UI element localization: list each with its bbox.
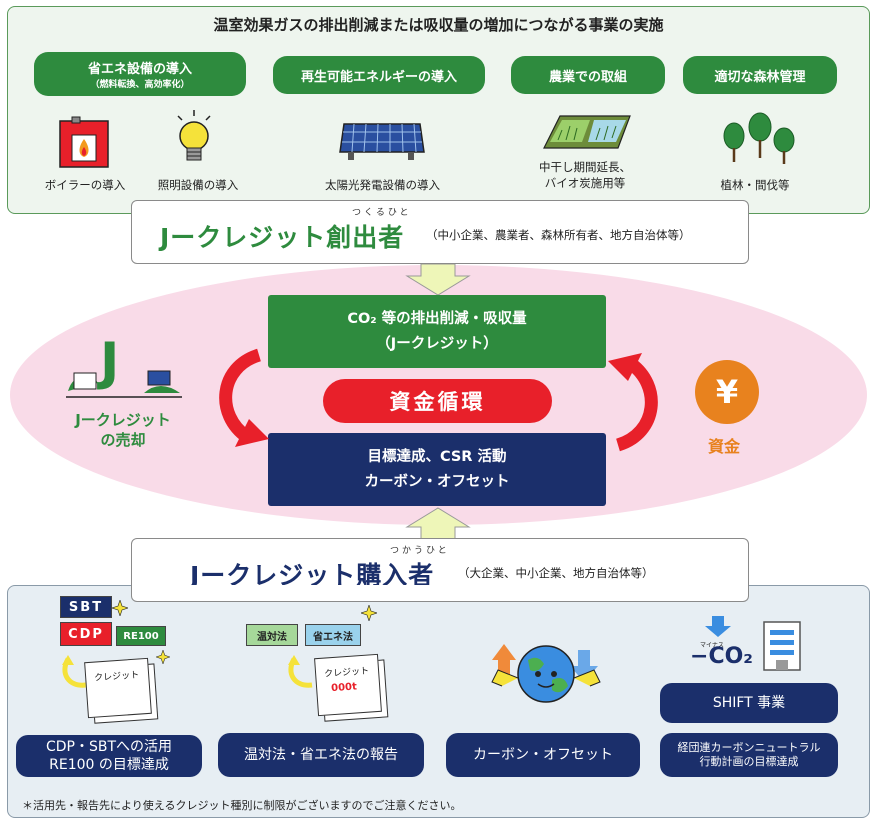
- footnote: ＊活用先・報告先により使えるクレジット種別に制限がございますのでご注意ください。: [22, 799, 462, 812]
- creator-box: [131, 200, 749, 264]
- ontai-tag: 温対法: [246, 624, 298, 646]
- keidanren-line2: 行動計画の目標達成: [699, 755, 799, 768]
- minus-sign: −: [690, 644, 709, 669]
- keidanren-pill: 経団連カーボンニュートラル 行動計画の目標達成: [660, 733, 838, 777]
- shoene-tag: 省エネ法: [305, 624, 361, 646]
- fund-cycle-pill: 資金循環: [323, 379, 552, 423]
- circular-arrow-icon: [62, 655, 87, 688]
- sbt-tag: SBT: [60, 596, 112, 618]
- shift-pill: SHIFT 事業: [660, 683, 838, 723]
- j-letter: J: [100, 332, 120, 392]
- sale-label-line2: の売却: [100, 431, 146, 450]
- co2-line2: （Jークレジット）: [376, 335, 498, 352]
- top-panel: [7, 6, 870, 214]
- category-pill-energy-saving: 省エネ設備の導入 （燃料転換、高効率化）: [34, 52, 246, 96]
- curved-arrow-right-icon: [608, 353, 658, 452]
- carbon-offset-pill: カーボン・オフセット: [446, 733, 640, 777]
- document-icon: クレジット: [84, 657, 152, 719]
- law-report-pill: 温対法・省エネ法の報告: [218, 733, 424, 777]
- yen-symbol: ¥: [715, 373, 739, 411]
- document-amount: 000t: [330, 681, 358, 695]
- co2-minus-label: −CO₂: [690, 644, 753, 669]
- category-pill-forest: 適切な森林管理: [683, 56, 837, 94]
- category-label: 再生可能エネルギーの導入: [300, 69, 457, 85]
- category-label: 省エネ設備の導入: [87, 62, 192, 77]
- goal-box: 目標達成、CSR 活動 カーボン・オフセット: [268, 433, 606, 506]
- lightbulb-icon: [177, 110, 211, 161]
- purchaser-ruby: つかうひと: [390, 546, 450, 556]
- category-label: 適切な森林管理: [714, 69, 806, 85]
- purchaser-paren: （大企業、中小企業、地方自治体等）: [458, 566, 654, 580]
- solar-caption: 太陽光発電設備の導入: [325, 178, 440, 192]
- creator-ruby: つくるひと: [352, 208, 412, 218]
- cdp-tag: CDP: [60, 622, 112, 646]
- forest-caption: 植林・間伐等: [720, 178, 790, 192]
- trees-icon: [723, 112, 795, 164]
- co2-line1: CO₂ 等の排出削減・吸収量: [347, 310, 527, 327]
- agriculture-caption-line1: 中干し期間延長、: [539, 160, 631, 174]
- category-pill-renewable: 再生可能エネルギーの導入: [273, 56, 485, 94]
- agriculture-caption-line2: バイオ炭施用等: [544, 175, 626, 190]
- creator-paren: （中小企業、農業者、森林所有者、地方自治体等）: [426, 228, 691, 242]
- arrow-down-top: [405, 264, 471, 296]
- goal-line1: 目標達成、CSR 活動: [367, 448, 507, 465]
- top-title: 温室効果ガスの排出削減または吸収量の増加につながる事業の実施: [213, 16, 664, 34]
- re100-tag: RE100: [116, 626, 166, 646]
- circular-arrow-icon: [288, 655, 313, 688]
- arrow-up-bottom: [405, 507, 471, 541]
- cdp-sbt-pill: CDP・SBTへの活用 RE100 の目標達成: [16, 735, 202, 777]
- down-arrow-icon: [705, 616, 731, 637]
- cdp-sbt-line1: CDP・SBTへの活用: [45, 738, 173, 755]
- purchaser-box-overlay: [131, 585, 749, 602]
- lighting-caption: 照明設備の導入: [157, 178, 239, 192]
- fund-label: 資金: [708, 437, 741, 456]
- document-icon: クレジット 000t: [314, 653, 382, 717]
- document-label: クレジット: [93, 670, 140, 684]
- minus-label: マイナス: [700, 642, 724, 649]
- sale-label: Jークレジット の売却: [58, 410, 188, 451]
- solar-panel-icon: [339, 123, 425, 160]
- building-icon: [763, 621, 801, 671]
- rice-field-icon: [543, 115, 631, 149]
- co2-text: CO₂: [708, 644, 753, 669]
- agriculture-caption: 中干し期間延長、 バイオ炭施用等: [520, 160, 650, 191]
- boiler-caption: ボイラーの導入: [44, 178, 126, 192]
- sale-label-line1: Jークレジット: [75, 411, 171, 429]
- goal-line2: カーボン・オフセット: [364, 473, 510, 490]
- sparkle-icon: [361, 605, 377, 621]
- boiler-icon: [59, 116, 109, 168]
- sparkle-icon: [156, 650, 170, 664]
- category-pill-agriculture: 農業での取組: [511, 56, 665, 94]
- cdp-sbt-line2: RE100 の目標達成: [49, 757, 169, 773]
- document-label: クレジット: [323, 666, 370, 680]
- earth-icon: [491, 644, 601, 703]
- yen-coin-icon: ¥: [695, 360, 759, 424]
- category-sub-label: （燃料転換、高効率化）: [90, 80, 190, 90]
- creator-title: Jークレジット創出者: [160, 223, 405, 252]
- curved-arrow-left-icon: [219, 348, 269, 447]
- co2-reduction-box: CO₂ 等の排出削減・吸収量 （Jークレジット）: [268, 295, 606, 368]
- sparkle-icon: [112, 600, 128, 616]
- j-credit-icon: [66, 370, 182, 398]
- keidanren-line1: 経団連カーボンニュートラル: [677, 740, 821, 754]
- category-label: 農業での取組: [548, 69, 627, 85]
